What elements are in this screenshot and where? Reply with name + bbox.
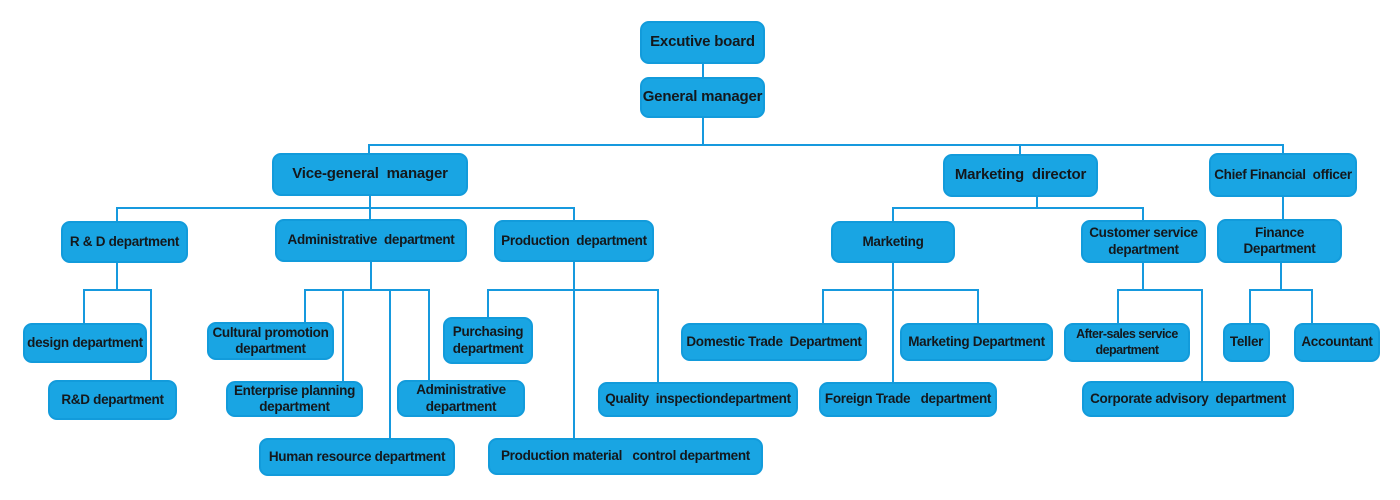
connector-line bbox=[1282, 144, 1284, 154]
connector-line bbox=[892, 262, 894, 383]
node-general-manager: General manager bbox=[640, 77, 765, 118]
node-corporate-advisory-department: Corporate advisory department bbox=[1082, 381, 1294, 417]
connector-line bbox=[116, 262, 118, 290]
node-label: Foreign Trade department bbox=[824, 391, 992, 407]
node-marketing: Marketing bbox=[831, 221, 955, 263]
connector-line bbox=[1117, 289, 1203, 291]
node-human-resource-department: Human resource department bbox=[259, 438, 455, 476]
connector-line bbox=[369, 207, 371, 220]
node-enterprise-planning-department: Enterprise planning department bbox=[226, 381, 363, 417]
node-label: Marketing bbox=[862, 233, 924, 249]
node-after-sales-service-department: After-sales service department bbox=[1064, 323, 1190, 362]
connector-line bbox=[822, 289, 979, 291]
connector-line bbox=[1142, 207, 1144, 221]
node-label: Customer service department bbox=[1089, 225, 1198, 257]
node-label: Marketing Department bbox=[908, 333, 1045, 349]
node-quality-inspection-department: Quality inspectiondepartment bbox=[598, 382, 798, 417]
connector-line bbox=[83, 289, 152, 291]
node-label: Purchasing department bbox=[452, 324, 524, 356]
connector-line bbox=[702, 117, 704, 145]
connector-line bbox=[1019, 144, 1021, 155]
node-marketing-department: Marketing Department bbox=[900, 323, 1053, 361]
node-label: Production material control department bbox=[500, 448, 751, 464]
connector-line bbox=[822, 289, 824, 324]
connector-line bbox=[1117, 289, 1119, 324]
connector-line bbox=[892, 207, 1143, 209]
connector-line bbox=[573, 261, 575, 439]
connector-line bbox=[977, 289, 979, 324]
node-administrative-department: Administrative department bbox=[275, 219, 467, 262]
node-cultural-promotion-department: Cultural promotion department bbox=[207, 322, 334, 360]
connector-line bbox=[702, 64, 704, 78]
node-label: Quality inspectiondepartment bbox=[605, 391, 791, 407]
node-label: Cultural promotion department bbox=[212, 324, 329, 356]
connector-line bbox=[487, 289, 489, 318]
connector-line bbox=[1280, 262, 1282, 291]
node-administrative-department-sub: Administrative department bbox=[397, 380, 525, 417]
connector-line bbox=[342, 289, 344, 382]
node-label: R & D department bbox=[69, 233, 180, 249]
node-design-department: design department bbox=[23, 323, 147, 363]
node-domestic-trade-department: Domestic Trade Department bbox=[681, 323, 867, 361]
connector-line bbox=[304, 289, 306, 323]
node-label: Production department bbox=[501, 232, 647, 248]
node-label: Vice-general manager bbox=[292, 165, 448, 183]
node-executive-board: Excutive board bbox=[640, 21, 765, 64]
connector-line bbox=[1249, 289, 1313, 291]
connector-line bbox=[389, 289, 391, 440]
node-label: General manager bbox=[642, 88, 763, 106]
connector-line bbox=[1036, 196, 1038, 208]
connector-line bbox=[83, 289, 85, 324]
node-marketing-director: Marketing director bbox=[943, 154, 1098, 197]
connector-line bbox=[1282, 196, 1284, 220]
node-label: Domestic Trade Department bbox=[686, 333, 862, 349]
connector-line bbox=[428, 289, 430, 381]
node-production-department: Production department bbox=[494, 220, 654, 262]
connector-line bbox=[369, 195, 371, 208]
connector-line bbox=[304, 289, 430, 291]
node-vice-general-manager: Vice-general manager bbox=[272, 153, 468, 196]
node-label: Accountant bbox=[1301, 334, 1373, 350]
node-label: Administrative department bbox=[287, 232, 455, 248]
node-chief-financial-officer: Chief Financial officer bbox=[1209, 153, 1357, 197]
node-label: Excutive board bbox=[650, 33, 755, 51]
node-label: Human resource department bbox=[268, 448, 446, 464]
connector-line bbox=[657, 289, 659, 383]
node-foreign-trade-department: Foreign Trade department bbox=[819, 382, 997, 417]
node-label: Corporate advisory department bbox=[1090, 390, 1286, 406]
node-accountant: Accountant bbox=[1294, 323, 1380, 362]
connector-line bbox=[1201, 289, 1203, 382]
node-customer-service-department: Customer service department bbox=[1081, 220, 1206, 263]
node-label: Chief Financial officer bbox=[1214, 166, 1352, 182]
connector-line bbox=[116, 207, 118, 222]
connector-line bbox=[892, 207, 894, 222]
connector-line bbox=[150, 289, 152, 381]
connector-line bbox=[1249, 289, 1251, 324]
node-label: Enterprise planning department bbox=[233, 382, 356, 414]
connector-line bbox=[1311, 289, 1313, 324]
node-label: Teller bbox=[1229, 334, 1264, 350]
connector-line bbox=[368, 144, 1283, 146]
node-finance-department: Finance Department bbox=[1217, 219, 1342, 263]
connector-line bbox=[116, 207, 574, 209]
node-label: Marketing director bbox=[954, 166, 1087, 184]
node-purchasing-department: Purchasing department bbox=[443, 317, 533, 364]
node-r-and-d-department: R & D department bbox=[61, 221, 188, 263]
connector-line bbox=[370, 261, 372, 290]
connector-line bbox=[573, 207, 575, 221]
node-label: After-sales service department bbox=[1076, 327, 1178, 357]
connector-line bbox=[368, 144, 370, 154]
connector-line bbox=[487, 289, 659, 291]
connector-line bbox=[1142, 262, 1144, 291]
node-label: Administrative department bbox=[416, 382, 506, 414]
node-label: Finance Department bbox=[1243, 224, 1316, 256]
node-rd-department: R&D department bbox=[48, 380, 177, 420]
node-label: design department bbox=[27, 334, 143, 350]
node-label: R&D department bbox=[61, 391, 164, 407]
node-production-material-control-department: Production material control department bbox=[488, 438, 763, 475]
node-teller: Teller bbox=[1223, 323, 1270, 362]
